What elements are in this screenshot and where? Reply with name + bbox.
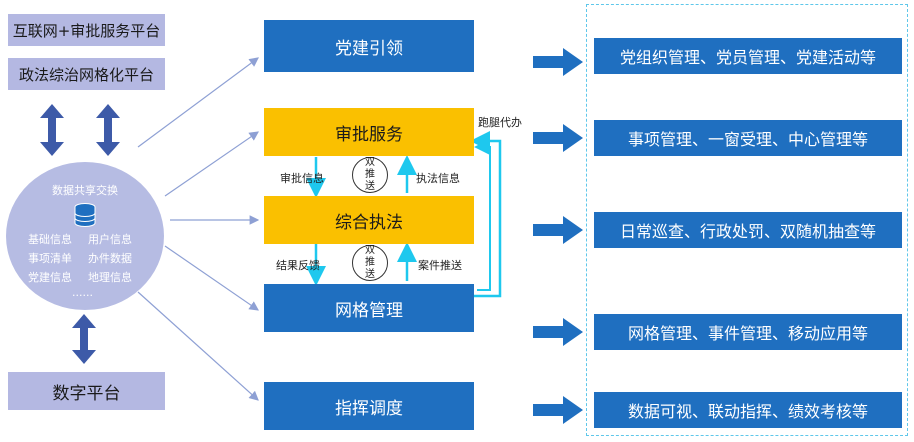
box-comprehensive-enforcement: 综合执法 (264, 196, 474, 244)
hub-item: 党建信息 (28, 271, 72, 284)
function-party: 党组织管理、党员管理、党建活动等 (594, 38, 902, 74)
platform-internet-approval: 互联网+审批服务平台 (8, 14, 165, 46)
left-double-arrows (40, 104, 120, 364)
hub-title: 数据共享交换 (52, 184, 118, 197)
box-grid-management: 网格管理 (264, 284, 474, 332)
hub-item: 办件数据 (88, 252, 132, 265)
box-command-dispatch: 指挥调度 (264, 382, 474, 430)
label-case-push: 案件推送 (418, 259, 462, 272)
hub-item: 基础信息 (28, 233, 72, 246)
label-enforcement-info: 执法信息 (416, 172, 460, 185)
platform-grid-governance: 政法综治网格化平台 (8, 58, 165, 90)
dual-push-char: 送 (365, 269, 375, 280)
dual-push-char: 双 (365, 157, 375, 168)
function-command: 数据可视、联动指挥、绩效考核等 (594, 392, 902, 428)
label-result-feedback: 结果反馈 (276, 259, 320, 272)
function-grid: 网格管理、事件管理、移动应用等 (594, 314, 902, 350)
hub-item: 地理信息 (88, 271, 132, 284)
dual-push-char: 推 (365, 169, 375, 180)
function-enforcement: 日常巡查、行政处罚、双随机抽查等 (594, 212, 902, 248)
block-arrows (533, 48, 583, 424)
dual-push-circle: 双 推 送 (352, 245, 388, 281)
function-approval: 事项管理、一窗受理、中心管理等 (594, 120, 902, 156)
hub-links (137, 57, 260, 401)
hub-item: 用户信息 (88, 233, 132, 246)
label-errand: 跑腿代办 (478, 116, 522, 129)
box-approval-service: 审批服务 (264, 108, 474, 156)
label-approval-info: 审批信息 (280, 172, 324, 185)
flow-arrows (306, 131, 502, 298)
functions-panel (586, 4, 908, 436)
dual-push-circle: 双 推 送 (352, 157, 388, 193)
hub-item: 事项清单 (28, 252, 72, 265)
dual-push-char: 推 (365, 257, 375, 268)
hub-more: ...... (72, 286, 93, 299)
dual-push-char: 双 (365, 245, 375, 256)
data-exchange-hub (6, 162, 164, 310)
box-party-leadership: 党建引领 (264, 20, 474, 72)
digital-platform: 数字平台 (8, 372, 165, 410)
dual-push-char: 送 (365, 181, 375, 192)
